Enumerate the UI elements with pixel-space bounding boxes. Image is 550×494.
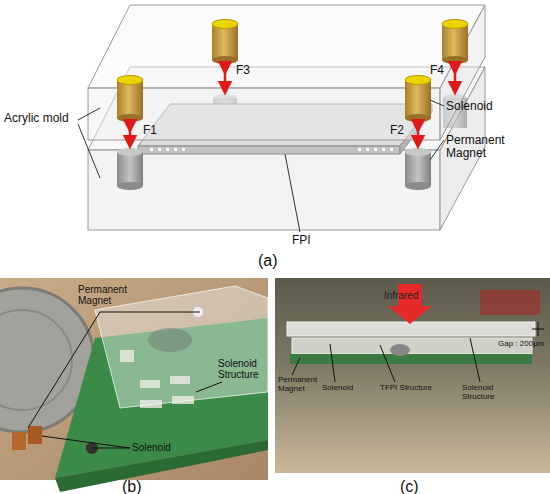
solenoids [117, 20, 468, 123]
panel-label: (b) [122, 478, 162, 494]
lower-acrylic-mold [88, 67, 485, 230]
panel-label: (c) [400, 478, 440, 494]
part-label: Permanent Magnet [278, 376, 326, 394]
part-label: Solenoid [322, 384, 370, 393]
dimension-label: Gap : 200μm [498, 340, 550, 349]
photo-c [275, 278, 550, 473]
part-label: FPI [292, 234, 332, 247]
part-label: Permanent Magnet [446, 134, 516, 160]
photo-b [0, 278, 268, 492]
force-label: F2 [390, 124, 420, 137]
leader-lines [78, 100, 444, 232]
part-label: Acrylic mold [4, 112, 84, 125]
part-label: Permanent Magnet [78, 284, 148, 306]
leader-lines-b [28, 312, 222, 448]
part-label: Solenoid Structure [462, 384, 522, 402]
panel-label: (a) [258, 252, 298, 270]
force-label: F3 [236, 64, 266, 77]
force-label: F4 [430, 64, 460, 77]
front-magnets [117, 148, 431, 190]
part-label: Solenoid [446, 100, 546, 113]
force-arrows [130, 68, 455, 142]
leader-lines-c [292, 322, 544, 382]
part-label: Solenoid Structure [218, 358, 268, 380]
part-label: TFPI Structure [380, 384, 440, 393]
upper-acrylic-mold [88, 5, 485, 140]
force-label: F1 [143, 124, 173, 137]
part-label: Solenoid [132, 442, 192, 453]
beam-label: Infrared [384, 290, 444, 301]
